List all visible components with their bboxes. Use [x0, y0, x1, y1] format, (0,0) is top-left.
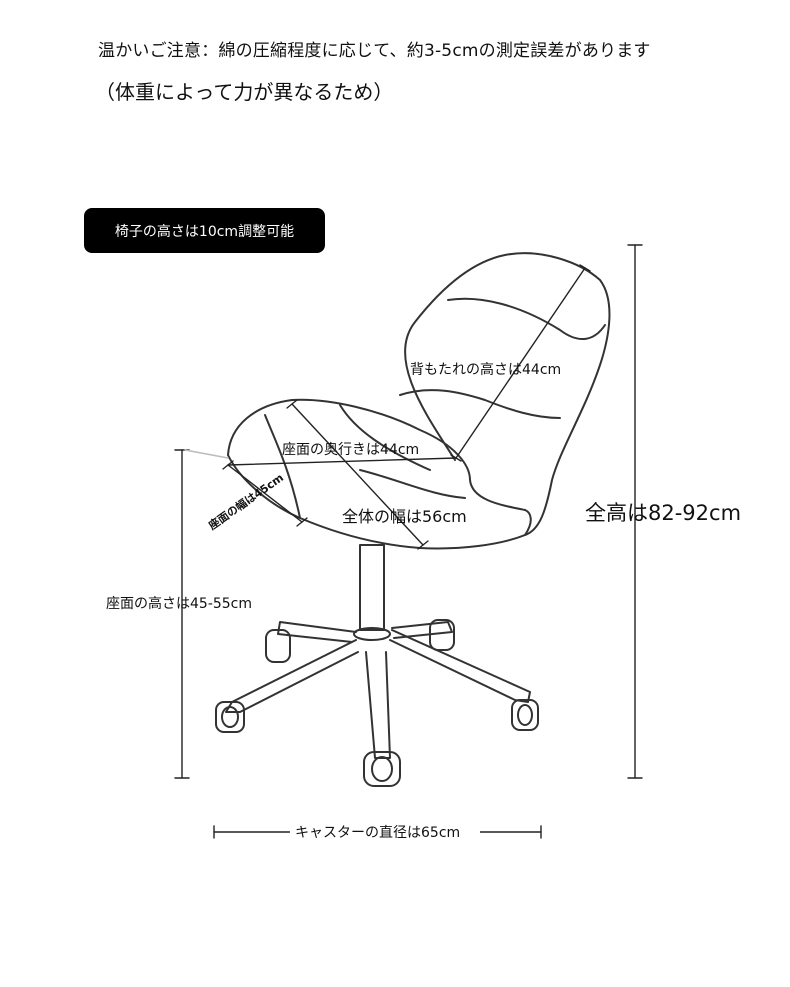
caster-back-left [265, 629, 291, 663]
caster-label-backdrop [290, 820, 480, 842]
caster-front [363, 751, 401, 787]
chair-illustration [215, 252, 611, 787]
gas-lift-collar [353, 627, 391, 641]
seat-seam-2 [339, 404, 431, 471]
base-leg-back-right [391, 621, 453, 639]
backrest-height-top-tick [579, 264, 591, 272]
chair-seat-top [227, 398, 526, 511]
backrest-height-label: 背もたれの高さは44cm [410, 361, 561, 378]
chair-seat-front [227, 454, 532, 550]
notice-line-2: （体重によって力が異なるため） [95, 80, 394, 104]
backrest-seam-2 [399, 389, 561, 419]
caster-diameter-label: キャスターの直径は65cm [295, 824, 460, 841]
height-adjust-label: 椅子の高さは10cm調整可能 [114, 223, 295, 240]
seat-seam-1 [264, 414, 301, 519]
base-leg-front [365, 651, 391, 759]
base-leg-left [225, 639, 359, 713]
chair-backrest [404, 252, 611, 536]
seat-reference-line [227, 457, 457, 466]
notice-line-1: 温かいご注意：綿の圧縮程度に応じて、約3-5cmの測定誤差があります [98, 41, 651, 61]
seat-height-label: 座面の高さは45-55cm [106, 595, 252, 612]
seat-depth-label: 座面の奥行きは44cm [282, 441, 419, 458]
base-leg-back-left [277, 621, 357, 643]
seat-depth-top-tick [286, 399, 298, 409]
caster-front-right [511, 699, 539, 731]
backrest-seam-1 [447, 297, 606, 340]
base-leg-right [389, 629, 531, 703]
dimension-lines [174, 244, 643, 839]
seat-depth-bottom-tick [417, 540, 429, 550]
height-adjust-badge: 椅子の高さは10cm調整可能 [84, 208, 325, 253]
backrest-height-line [455, 267, 586, 459]
overall-width-label: 全体の幅は56cm [342, 507, 467, 526]
seat-width-right-tick [296, 517, 308, 527]
seat-depth-line [291, 403, 424, 546]
gas-lift-cylinder [359, 544, 385, 631]
seat-seam-3 [359, 469, 466, 499]
overall-height-label: 全高は82-92cm [585, 501, 741, 525]
seat-height-guide [184, 449, 229, 459]
seat-width-line [227, 464, 303, 523]
caster-front-left [215, 701, 245, 733]
caster-back-right [429, 619, 455, 651]
